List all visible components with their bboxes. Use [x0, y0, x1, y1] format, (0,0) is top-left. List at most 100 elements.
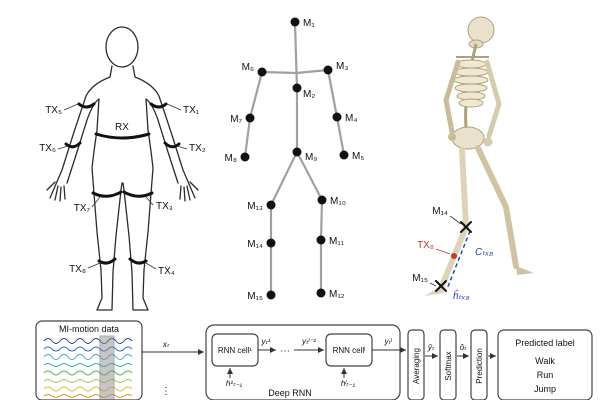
- marker-stick-figure: M₁ M₂ M₃ M₄ M₅ M₆ M₇ M₈ M₉ M₁₀ M₁₁ M₁₂ M…: [225, 17, 364, 302]
- y1-label: yₜ¹: [260, 337, 270, 346]
- hidden-layers-dots: ⋯: [280, 346, 290, 357]
- marker-dot-m4: [332, 112, 342, 122]
- marker-dot-m15: [266, 290, 276, 300]
- tx3-label: TX₃: [156, 201, 173, 212]
- tx8-skeleton-pointer: [435, 248, 451, 255]
- ankle-x-marker: [435, 280, 447, 292]
- mi-waveforms: [43, 338, 133, 398]
- body-right-hand-fingers: [179, 181, 199, 202]
- averaging-box: [407, 329, 425, 400]
- mi-data-title: MI-motion data: [59, 324, 119, 334]
- skeleton-back-leg: [475, 145, 519, 269]
- marker-dot-m14: [266, 238, 276, 248]
- marker-label-m7: M₇: [230, 114, 242, 125]
- waveform-trace: [43, 379, 133, 383]
- tx8-transmitter-dot: [451, 253, 457, 259]
- predicted-label-box: [497, 329, 593, 400]
- deep-rnn-label: Deep RNN: [268, 388, 312, 398]
- tx3-band: [122, 190, 154, 198]
- h1-state-label: h¹ₜ₋₁: [226, 379, 243, 388]
- skeleton-m14-label: M₁₄: [432, 206, 448, 217]
- tx5-pointer: [63, 103, 79, 111]
- tx1-pointer: [166, 103, 182, 111]
- marker-label-m12: M₁₂: [329, 289, 345, 300]
- hl-state-label: hˡₜ₋₁: [341, 379, 356, 388]
- marker-label-m14: M₁₄: [247, 239, 263, 250]
- marker-dot-m2: [292, 83, 302, 93]
- skeleton-annotation-panel: M₁₄ TX₈ Cₜₓ₈ M₁₅ ĥₜₓ₈: [412, 16, 534, 302]
- tx8-label: TX₈: [69, 264, 86, 275]
- softmax-label: Softmax: [444, 351, 453, 380]
- channel-dashed-line: [446, 230, 471, 290]
- waveform-trace: [43, 338, 133, 344]
- tx3-pointer: [145, 196, 154, 206]
- marker-dot-m6: [257, 67, 267, 77]
- tx5-band: [77, 102, 96, 109]
- averaging-label: Averaging: [412, 348, 421, 384]
- waveform-trace: [43, 354, 133, 360]
- skeleton-rib: [453, 75, 489, 85]
- skeleton-rib: [454, 83, 488, 93]
- marker-label-m2: M₂: [303, 89, 315, 100]
- tx2-label: TX₂: [189, 143, 206, 154]
- tx4-pointer: [145, 262, 157, 270]
- marker-dot-m10: [317, 195, 327, 205]
- marker-dot-m7: [245, 113, 255, 123]
- waveform-trace: [43, 370, 133, 376]
- pipeline-panel: MI-motion data xₜ ⋮ RNN cell¹ yₜ¹ ⋯ yₜˡ⁻…: [35, 320, 593, 400]
- rx-label: RX: [115, 122, 129, 133]
- marker-label-m4: M₄: [345, 113, 357, 124]
- tx2-band: [163, 141, 181, 149]
- prediction-label: Prediction: [475, 348, 484, 384]
- knee-x-marker: [460, 221, 472, 233]
- skeleton-front-leg: [439, 147, 470, 289]
- yl-label: yₜˡ: [383, 337, 392, 346]
- input-vdots: ⋮: [161, 386, 171, 397]
- skeleton-back-foot: [516, 266, 534, 275]
- skeleton-ribcage: [453, 59, 489, 108]
- tx6-label: TX₆: [39, 143, 56, 154]
- predicted-label-title: Predicted label: [515, 338, 575, 348]
- tx2-pointer: [176, 145, 188, 150]
- tx8-pointer: [87, 262, 101, 269]
- waveform-trace: [43, 346, 133, 352]
- marker-dot-m5: [339, 150, 349, 160]
- channel-gain-label: Cₜₓ₈: [475, 247, 493, 258]
- skeleton-front-foot: [424, 286, 444, 296]
- waveform-trace: [43, 386, 133, 392]
- tx1-label: TX₁: [183, 105, 200, 116]
- stick-bones: [243, 20, 346, 297]
- tx4-band: [128, 257, 148, 265]
- rnn-cell-l-label: RNN cellˡ: [333, 346, 366, 355]
- marker-dot-m3: [323, 65, 333, 75]
- body-left-hand-fingers: [46, 181, 66, 202]
- rx-band: [94, 132, 151, 140]
- marker-label-m1: M₁: [303, 18, 315, 29]
- ylm1-label: yₜˡ⁻¹: [301, 337, 316, 346]
- m14-skeleton-pointer: [449, 215, 462, 225]
- marker-dot-m9: [292, 147, 302, 157]
- marker-label-m8: M₈: [225, 153, 237, 164]
- tx4-label: TX₄: [158, 266, 175, 277]
- tx1-band: [149, 102, 168, 109]
- marker-label-m13: M₁₃: [247, 201, 263, 212]
- marker-label-m3: M₃: [336, 61, 348, 72]
- marker-dot-m8: [240, 152, 250, 162]
- softmax-box: [439, 329, 457, 400]
- marker-dot-m13: [266, 200, 276, 210]
- stick-markers: [240, 17, 349, 300]
- marker-dot-m11: [316, 235, 326, 245]
- waveform-trace: [43, 363, 133, 367]
- tx7-label: TX₇: [74, 203, 91, 214]
- body-sensor-panel: TX₅ TX₁ RX TX₆ TX₂ TX₇ TX₃ TX₈ TX₄: [39, 26, 206, 311]
- skeleton-rib: [453, 67, 489, 77]
- ohat-label: ôₜ: [460, 343, 467, 352]
- tx5-label: TX₅: [45, 105, 62, 116]
- yhat-label: ŷₜ: [427, 343, 435, 352]
- rnn-cell-1-label: RNN cell¹: [218, 346, 253, 355]
- skeleton-near-hand: [483, 137, 493, 147]
- channel-response-label: ĥₜₓ₈: [453, 289, 470, 302]
- waveform-trace: [43, 394, 133, 398]
- skeleton-near-arm: [484, 59, 502, 139]
